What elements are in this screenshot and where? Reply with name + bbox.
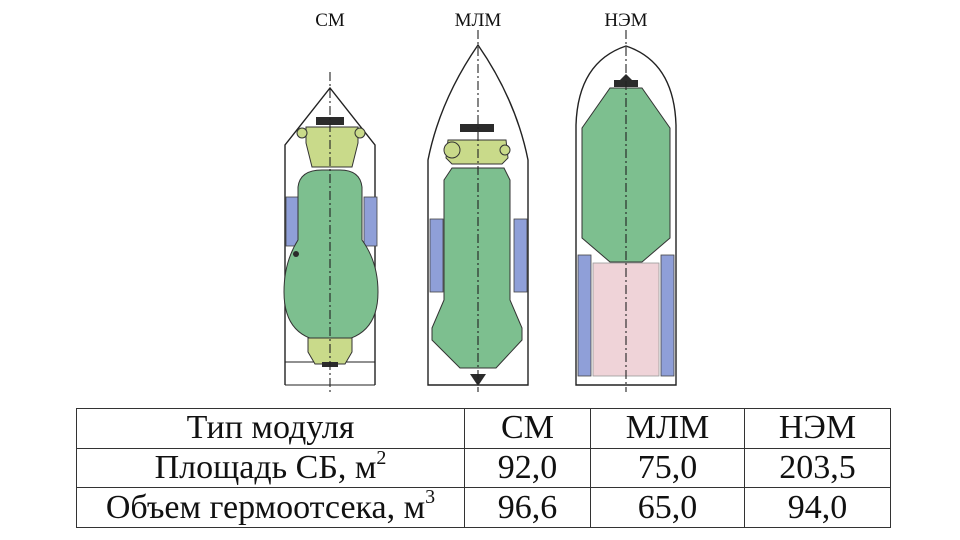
pressurized-volume-mlm [431, 167, 523, 369]
cell-volume-sm: 96,6 [464, 487, 591, 528]
module-nem: НЭМ [575, 10, 677, 392]
module-specs-table: Тип модуля СМ МЛМ НЭМ Площадь СБ, м2 92,… [76, 408, 891, 528]
header-sm: СМ [464, 408, 591, 449]
cell-solar-area-nem: 203,5 [744, 447, 891, 489]
module-label-sm: СМ [315, 10, 345, 31]
table-row: Площадь СБ, м2 92,0 75,0 203,5 [76, 447, 891, 489]
header-module-type: Тип модуля [76, 408, 465, 449]
row-label-pressurized-volume: Объем гермоотсека, м3 [76, 487, 465, 528]
solar-panel-mlm-left [429, 218, 444, 293]
table-header-row: Тип модуля СМ МЛМ НЭМ [76, 408, 891, 449]
module-label-nem: НЭМ [604, 10, 647, 31]
header-mlm: МЛМ [590, 408, 745, 449]
cell-volume-mlm: 65,0 [590, 487, 745, 528]
module-mlm: МЛМ [427, 10, 529, 392]
pressurized-volume-sm [283, 169, 379, 343]
solar-panel-sm-right [363, 196, 378, 247]
solar-panel-mlm-right [513, 218, 528, 293]
module-sm: СМ [283, 10, 379, 392]
header-nem: НЭМ [744, 408, 891, 449]
solar-panel-nem-left [577, 254, 592, 377]
table-row: Объем гермоотсека, м3 96,6 65,0 94,0 [76, 487, 891, 528]
solar-panel-nem-right [660, 254, 675, 377]
module-label-mlm: МЛМ [455, 10, 502, 31]
docking-node-mlm [445, 139, 509, 165]
row-label-solar-area: Площадь СБ, м2 [76, 448, 465, 489]
modules-diagram: СМ МЛМ НЭМ [283, 10, 677, 392]
docking-node-sm-top [305, 126, 359, 168]
cell-solar-area-mlm: 75,0 [590, 447, 745, 489]
solar-panel-sm-left [285, 196, 300, 247]
cell-solar-area-sm: 92,0 [464, 447, 591, 489]
cell-volume-nem: 94,0 [744, 487, 891, 528]
